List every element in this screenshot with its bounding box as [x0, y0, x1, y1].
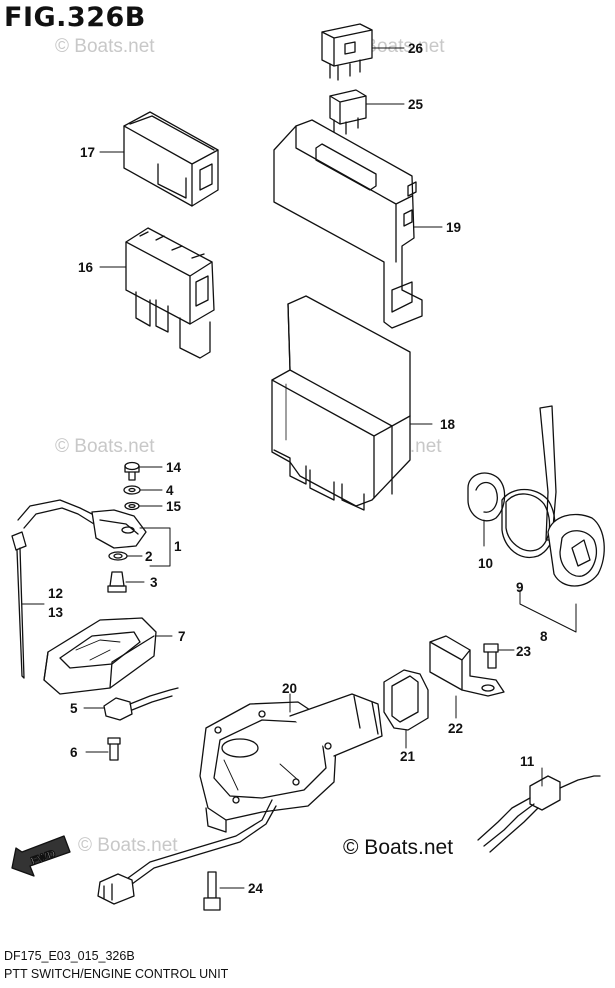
bolt-6-drawing [85, 737, 121, 761]
motor-20-drawing [97, 693, 383, 905]
bolt-23-drawing [483, 643, 515, 669]
callout-15: 15 [166, 499, 182, 514]
callout-8: 8 [540, 629, 548, 644]
callout-12: 12 [48, 586, 63, 601]
callout-21: 21 [400, 749, 416, 764]
callout-7: 7 [178, 629, 186, 644]
callout-1: 1 [174, 539, 182, 554]
relay-26-drawing [321, 23, 405, 81]
callout-10: 10 [478, 556, 493, 571]
housing-7-drawing [43, 617, 173, 695]
callout-23: 23 [516, 644, 532, 659]
callout-25: 25 [408, 97, 424, 112]
callout-4: 4 [166, 483, 174, 498]
ptt-switch-1-drawing [17, 499, 171, 567]
relay-25-drawing [329, 89, 405, 135]
callout-2: 2 [145, 549, 153, 564]
callout-labels: 26 25 17 19 16 18 14 4 15 1 2 3 10 9 12 … [48, 41, 548, 896]
clip-3-drawing [107, 571, 145, 593]
grommet-8-drawing [467, 405, 605, 633]
callout-13: 13 [48, 605, 64, 620]
bracket-19-drawing [273, 119, 443, 329]
watermark: © Boats.net [78, 835, 178, 856]
callout-22: 22 [448, 721, 463, 736]
diagram-code: DF175_E03_015_326B [4, 949, 135, 963]
fwd-arrow-icon: FWD [11, 835, 71, 877]
sensor-5-drawing [83, 687, 179, 721]
bolt-24-drawing [203, 871, 245, 911]
callout-16: 16 [78, 260, 94, 275]
watermark-main: © Boats.net [343, 836, 454, 859]
callout-9: 9 [516, 580, 524, 595]
watermark: © Boats.net [55, 436, 155, 457]
figure-title: FIG.326B [4, 2, 146, 33]
cable-tie-12-drawing [11, 531, 45, 679]
callout-17: 17 [80, 145, 95, 160]
callout-11: 11 [520, 754, 535, 769]
callout-6: 6 [70, 745, 78, 760]
callout-19: 19 [446, 220, 461, 235]
diagram-caption: PTT SWITCH/ENGINE CONTROL UNIT [4, 967, 229, 981]
callout-24: 24 [248, 881, 264, 896]
connector-16-drawing [99, 227, 215, 359]
cover-17-drawing [99, 111, 219, 207]
mount-21-drawing [383, 669, 429, 749]
callout-26: 26 [408, 41, 424, 56]
harness-11-drawing [477, 767, 601, 853]
callout-14: 14 [166, 460, 182, 475]
bracket-22-drawing [429, 635, 505, 719]
bolt-14-drawing [123, 461, 163, 511]
callout-3: 3 [150, 575, 158, 590]
ecu-18-drawing [271, 295, 433, 511]
callout-18: 18 [440, 417, 456, 432]
callout-5: 5 [70, 701, 78, 716]
watermark: © Boats.net [55, 36, 155, 57]
callout-20: 20 [282, 681, 297, 696]
